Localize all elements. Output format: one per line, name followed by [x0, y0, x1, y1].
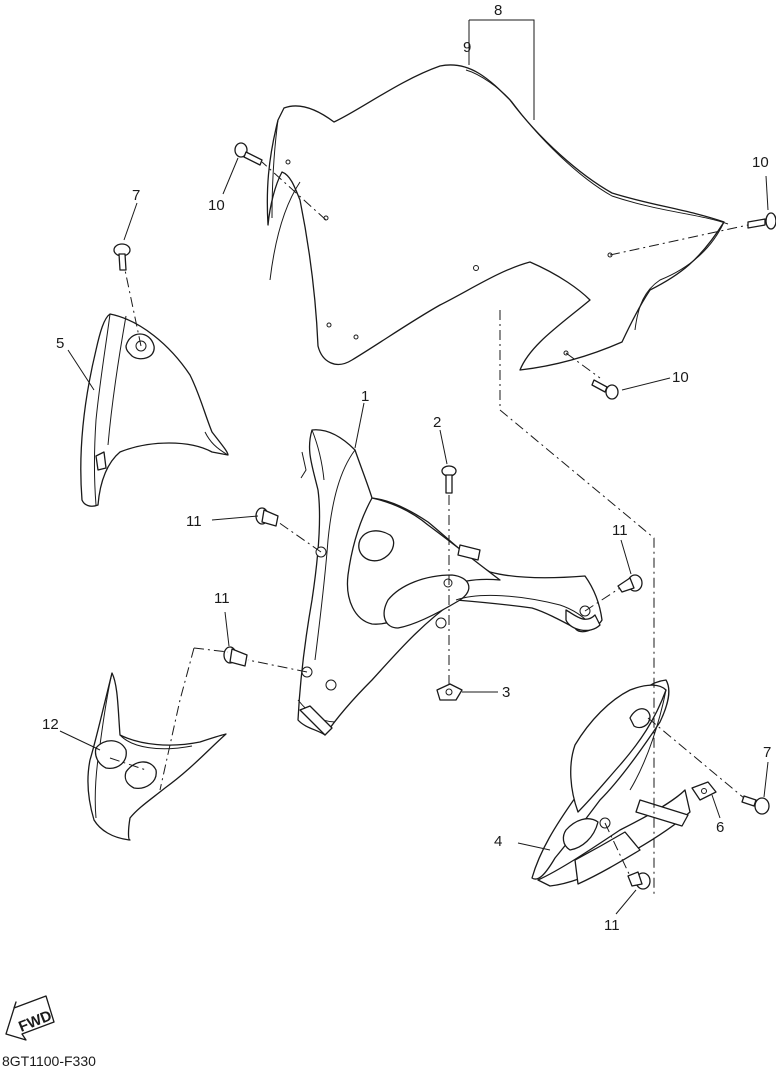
grommet-11-top-left [255, 507, 279, 527]
callout-2: 2 [433, 414, 441, 431]
bracket-6 [691, 781, 717, 801]
nut-3 [436, 683, 463, 701]
fwd-arrow-icon: FWD [5, 995, 55, 1041]
screw-10-left [234, 142, 263, 166]
windscreen [266, 64, 729, 371]
callout-11-middle-left: 11 [214, 590, 230, 607]
grommet-11-middle-left [223, 646, 248, 667]
callout-12: 12 [42, 716, 59, 733]
callout-4: 4 [494, 833, 502, 850]
callout-8: 8 [494, 2, 502, 19]
grommet-11-right [617, 574, 643, 593]
screw-10-right [747, 212, 776, 230]
callout-10-bottom: 10 [672, 369, 689, 386]
front-cowling [297, 429, 603, 736]
side-panel-right [531, 679, 691, 887]
callouts: 8 9 10 10 10 7 5 1 2 11 11 11 12 3 7 6 4… [42, 2, 771, 934]
drawing-code: 8GT1100-F330 [2, 1053, 96, 1069]
lower-cover [87, 672, 227, 841]
callout-7-top: 7 [132, 187, 140, 204]
callout-11-top-left: 11 [186, 513, 202, 530]
callout-11-bottom: 11 [604, 917, 620, 934]
callout-9: 9 [463, 39, 471, 56]
assembly-lines [109, 161, 749, 895]
callout-10-left: 10 [208, 197, 225, 214]
callout-6: 6 [716, 819, 724, 836]
callout-7-bottom: 7 [763, 744, 771, 761]
leader-lines [59, 19, 769, 915]
screw-2 [441, 465, 457, 494]
callout-11-right: 11 [612, 522, 628, 539]
callout-1: 1 [361, 388, 369, 405]
callout-10-right: 10 [752, 154, 769, 171]
grommet-11-bottom [627, 871, 651, 890]
callout-3: 3 [502, 684, 510, 701]
screw-7-top [113, 243, 131, 271]
screw-10-bottom [591, 379, 619, 400]
side-panel-left [80, 313, 229, 507]
callout-5: 5 [56, 335, 64, 352]
screw-7-bottom [741, 795, 770, 815]
